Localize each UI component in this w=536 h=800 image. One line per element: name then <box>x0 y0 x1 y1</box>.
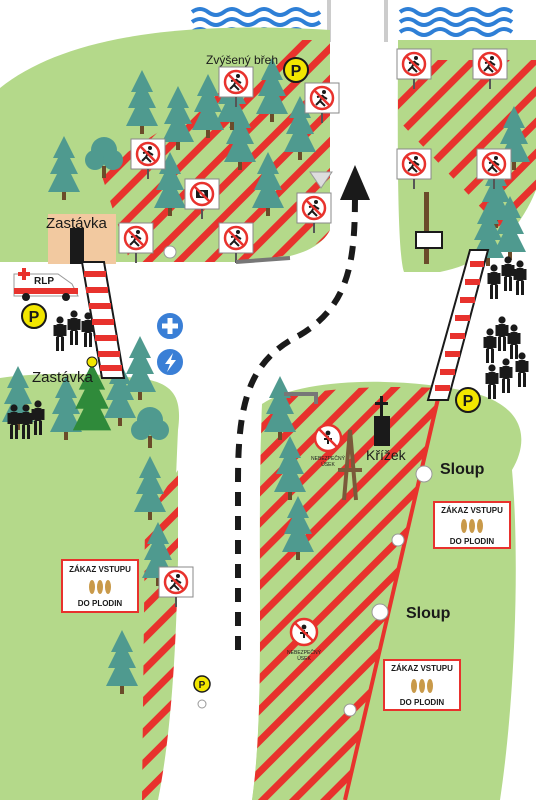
svg-text:ÚSEK: ÚSEK <box>321 461 335 468</box>
parking-icon: P <box>193 675 211 693</box>
svg-text:P: P <box>199 680 206 691</box>
boundary-line <box>343 389 442 800</box>
parking-icon: P <box>283 57 309 83</box>
no-entry-crops-sign: ZÁKAZ VSTUPU DO PLODIN <box>383 659 461 711</box>
wooden-trestle <box>338 429 362 501</box>
no-entry-crops-sign: ZÁKAZ VSTUPU DO PLODIN <box>433 501 511 549</box>
stop-marker <box>86 356 98 368</box>
svg-text:ZÁKAZ VSTUPU: ZÁKAZ VSTUPU <box>441 506 503 515</box>
svg-text:ZÁKAZ VSTUPU: ZÁKAZ VSTUPU <box>69 565 131 574</box>
first-aid-icon <box>155 311 185 341</box>
bus-stop-shelter <box>48 214 116 264</box>
svg-text:NEBEZPEČNÝ: NEBEZPEČNÝ <box>287 649 322 656</box>
svg-text:P: P <box>291 63 302 80</box>
stop-label-top: Zastávka <box>46 215 108 232</box>
info-board-icon <box>415 192 443 264</box>
post-marker <box>163 245 177 259</box>
route-path <box>235 194 358 650</box>
stop-label-left: Zastávka <box>32 369 94 386</box>
svg-text:DO PLODIN: DO PLODIN <box>400 698 445 707</box>
svg-text:DO PLODIN: DO PLODIN <box>450 537 495 546</box>
danger-sign: NEBEZPEČNÝ ÚSEK <box>287 617 322 662</box>
pole-label: Sloup <box>440 461 485 478</box>
warning-triangle-icon <box>309 171 333 189</box>
barrier-line <box>284 392 318 404</box>
pole-marker <box>415 465 433 483</box>
cross-shrine-icon <box>374 396 390 446</box>
barrier-right <box>426 249 490 401</box>
danger-sign: NEBEZPEČNÝ ÚSEK <box>311 423 346 468</box>
forbidden-zone <box>142 470 178 800</box>
spectator-icon <box>483 256 529 399</box>
svg-text:ÚSEK: ÚSEK <box>297 655 311 662</box>
parking-icon: P <box>21 303 47 329</box>
svg-text:RLP: RLP <box>34 276 54 287</box>
post-marker <box>197 699 207 709</box>
pole-marker <box>391 533 405 547</box>
electricity-icon <box>155 347 185 377</box>
svg-text:P: P <box>29 309 40 326</box>
svg-text:P: P <box>463 393 474 410</box>
barrier-left <box>80 261 126 379</box>
no-entry-crops-sign: ZÁKAZ VSTUPU DO PLODIN <box>61 559 139 613</box>
pole-marker <box>371 603 389 621</box>
parking-icon: P <box>455 387 481 413</box>
no-camera-icon <box>184 178 220 219</box>
ambulance-icon: RLP <box>13 268 79 301</box>
pole-marker <box>343 703 357 717</box>
shrine-label: Křížek <box>366 447 407 463</box>
svg-text:ZÁKAZ VSTUPU: ZÁKAZ VSTUPU <box>391 664 453 673</box>
svg-text:DO PLODIN: DO PLODIN <box>78 599 123 608</box>
svg-text:NEBEZPEČNÝ: NEBEZPEČNÝ <box>311 455 346 462</box>
barrier-line <box>235 256 291 264</box>
route-arrow-icon <box>340 165 370 200</box>
pole-label: Sloup <box>406 605 451 622</box>
bank-label: Zvýšený břeh <box>206 53 278 67</box>
tree-group-left <box>2 336 174 694</box>
